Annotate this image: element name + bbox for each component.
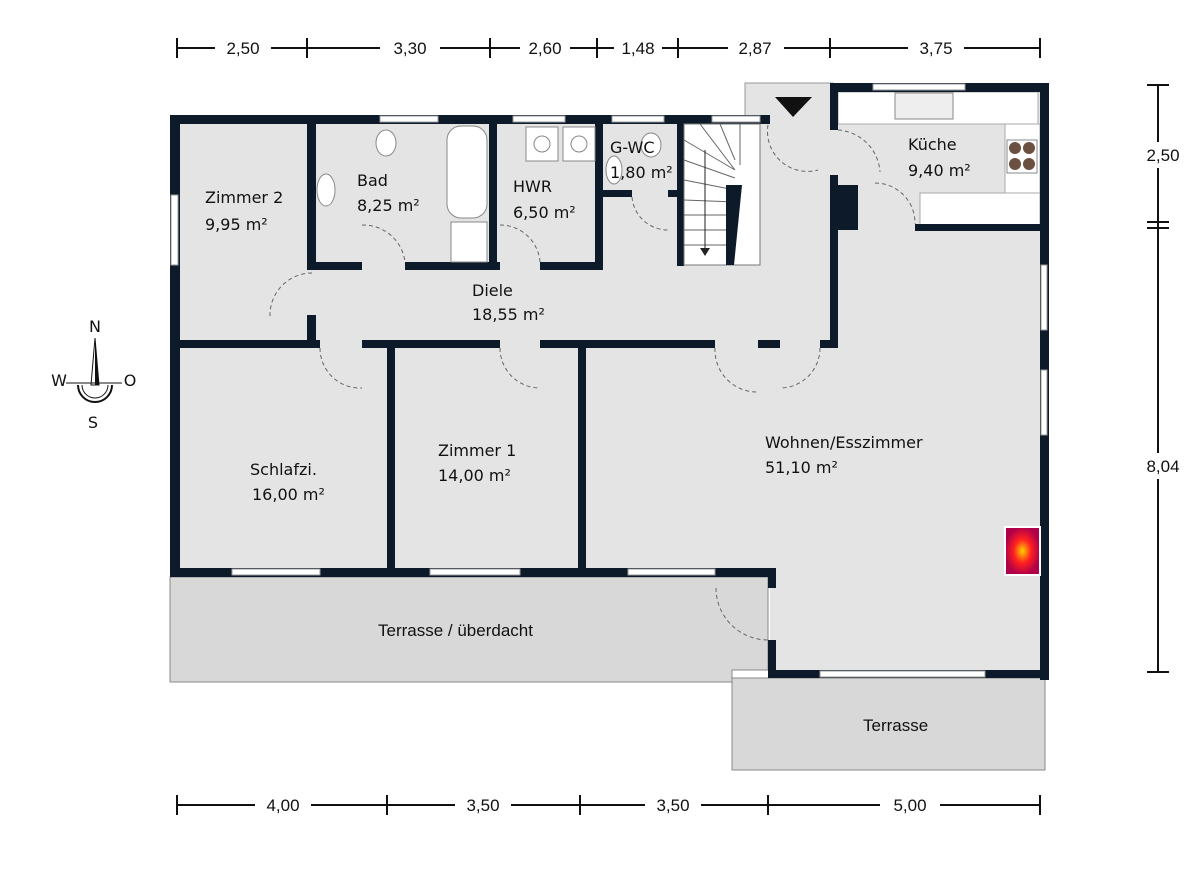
room-area: 18,55 m² — [472, 305, 545, 324]
dim-bottom: 3,50 — [656, 796, 689, 815]
room-area: 16,00 m² — [252, 485, 325, 504]
room-area: 1,80 m² — [610, 163, 673, 182]
room-area: 9,95 m² — [205, 215, 268, 234]
room-name: Wohnen/Esszimmer — [765, 433, 923, 452]
room-area: 8,25 m² — [357, 196, 420, 215]
dim-right: 2,50 — [1146, 146, 1179, 165]
room-name: HWR — [513, 177, 552, 196]
room-name: Zimmer 1 — [438, 441, 516, 460]
kitchen-sink-icon — [894, 92, 954, 120]
room-name: Zimmer 2 — [205, 188, 283, 207]
toilet-icon — [375, 129, 397, 157]
dryer-icon — [562, 126, 596, 162]
fireplace-icon — [1004, 526, 1041, 576]
room-name: Schlafzi. — [250, 460, 317, 479]
living-floor-extension — [770, 570, 1046, 674]
compass-o: O — [124, 371, 137, 390]
sink-icon — [605, 155, 623, 185]
dim-top: 2,50 — [226, 39, 259, 58]
room-name: Bad — [357, 171, 388, 190]
terrace-floor — [731, 677, 1046, 771]
toilet-icon — [640, 132, 662, 158]
compass-w: W — [51, 371, 67, 390]
doors — [269, 124, 916, 641]
floor-areas — [169, 82, 1046, 771]
terrace-label: Terrasse — [863, 716, 928, 735]
dim-right: 8,04 — [1146, 457, 1179, 476]
dim-bottom: 4,00 — [266, 796, 299, 815]
arrow-down-icon — [700, 248, 710, 256]
windows — [170, 83, 1048, 678]
fixtures — [316, 92, 1041, 576]
room-labels: Zimmer 2 9,95 m² Bad 8,25 m² HWR 6,50 m²… — [205, 135, 971, 735]
washing-machine-icon — [525, 126, 559, 162]
room-name: Diele — [472, 281, 513, 300]
compass-s: S — [88, 413, 98, 432]
room-area: 51,10 m² — [765, 458, 838, 477]
dim-top: 2,87 — [738, 39, 771, 58]
staircase — [683, 123, 761, 266]
room-area: 9,40 m² — [908, 161, 971, 180]
kitchen-counter-bottom — [919, 192, 1041, 226]
sink-icon — [316, 173, 336, 207]
compass-n: N — [89, 317, 101, 336]
entrance-triangle-icon — [775, 97, 812, 117]
room-name: G-WC — [610, 138, 655, 157]
room-area: 14,00 m² — [438, 466, 511, 485]
chimney — [838, 190, 858, 230]
dim-bottom: 3,50 — [466, 796, 499, 815]
room-area: 6,50 m² — [513, 203, 576, 222]
compass-icon: N S W O — [51, 317, 136, 432]
terrace-covered-label: Terrasse / überdacht — [378, 621, 533, 640]
dim-top: 3,75 — [919, 39, 952, 58]
bathtub-icon — [446, 125, 488, 219]
dim-top: 1,48 — [621, 39, 654, 58]
stove-icon — [1006, 139, 1038, 174]
dim-top: 3,30 — [393, 39, 426, 58]
dimension-lines: 2,50 3,30 2,60 1,48 2,87 3,75 4,00 3,50 … — [176, 38, 1190, 815]
dim-top: 2,60 — [528, 39, 561, 58]
dim-bottom: 5,00 — [893, 796, 926, 815]
shower-icon — [450, 221, 488, 263]
room-name: Küche — [908, 135, 957, 154]
